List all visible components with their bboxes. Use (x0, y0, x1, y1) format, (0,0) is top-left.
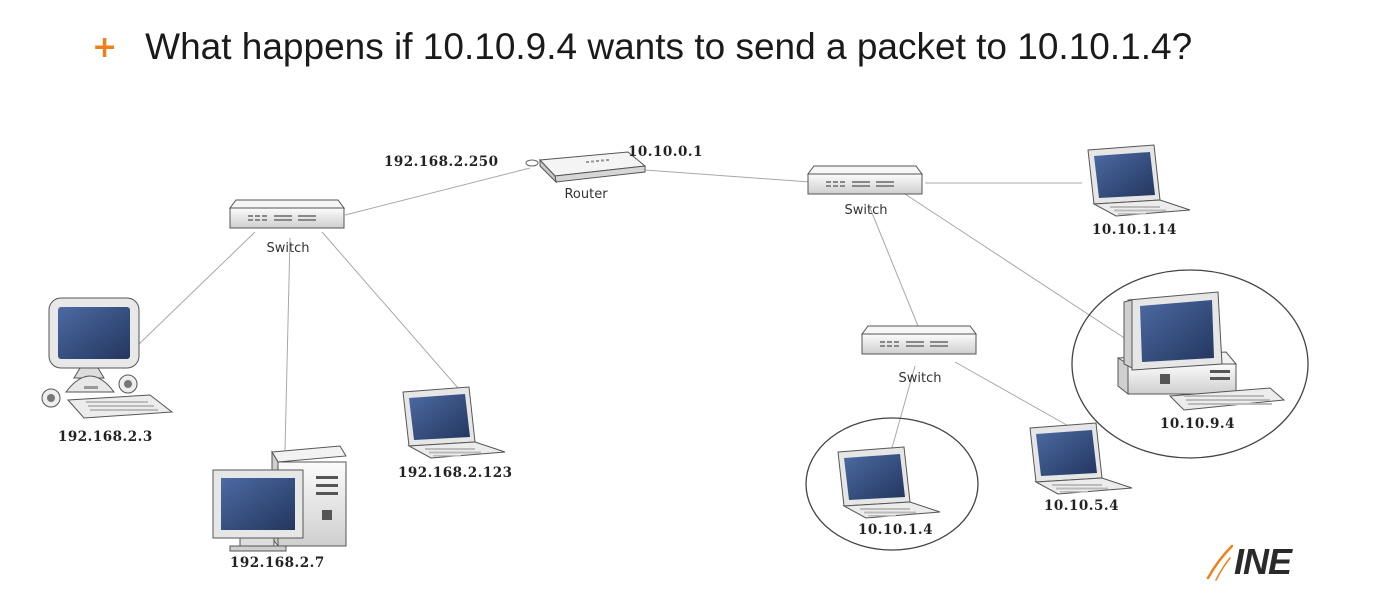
highlight-ring-source (1071, 269, 1309, 459)
router-ip-right: 10.10.0.1 (628, 144, 703, 160)
logo-text: INE (1234, 541, 1292, 582)
router-label: Router (564, 187, 608, 202)
title-text: What happens if 10.10.9.4 wants to send … (145, 26, 1193, 67)
laptop-left-icon (402, 386, 506, 459)
highlight-ring-destination (805, 417, 979, 551)
link-switch-left-imac (137, 231, 256, 346)
ine-logo: INE (1206, 540, 1346, 584)
switch-right-mid-label: Switch (899, 371, 942, 386)
desktop-computer-icon (1117, 291, 1286, 411)
router-icon (525, 151, 647, 184)
logo-swoosh-icon (1206, 544, 1234, 581)
laptop-mid-icon (1029, 422, 1133, 495)
imac-ip-label: 192.168.2.3 (58, 429, 153, 445)
link-switch-mid-laptop-dest (891, 365, 916, 449)
switch-left-icon (229, 199, 345, 229)
desktop-ip-label: 10.10.9.4 (1160, 416, 1235, 432)
link-switch-top-desktop (904, 193, 1136, 346)
laptop-destination-ip-label: 10.10.1.4 (858, 522, 933, 538)
laptop-mid-ip-label: 10.10.5.4 (1044, 498, 1119, 514)
link-switch-top-switch-mid (869, 207, 919, 327)
imac-computer-icon (41, 297, 174, 419)
link-switch-left-laptop (321, 231, 459, 389)
switch-right-top-label: Switch (845, 203, 888, 218)
switch-right-mid-icon (861, 325, 977, 355)
laptop-destination-icon (837, 446, 941, 519)
switch-right-top-icon (807, 165, 923, 195)
link-switch-left-tower (284, 237, 291, 451)
switch-left-label: Switch (267, 241, 310, 256)
laptop-top-right-icon (1087, 144, 1191, 217)
tower-ip-label: 192.168.2.7 (230, 555, 325, 571)
plus-bullet-icon: + (92, 29, 118, 65)
tower-computer-icon (212, 445, 347, 552)
router-ip-left: 192.168.2.250 (384, 154, 499, 170)
laptop-top-right-ip-label: 10.10.1.14 (1092, 222, 1177, 238)
slide-title: + What happens if 10.10.9.4 wants to sen… (92, 22, 1192, 72)
links (137, 167, 1136, 451)
link-router-switch-right (644, 169, 811, 183)
link-switch-mid-laptop-mid (954, 361, 1073, 429)
laptop-left-ip-label: 192.168.2.123 (398, 465, 513, 481)
link-switch-left-router (344, 167, 531, 216)
